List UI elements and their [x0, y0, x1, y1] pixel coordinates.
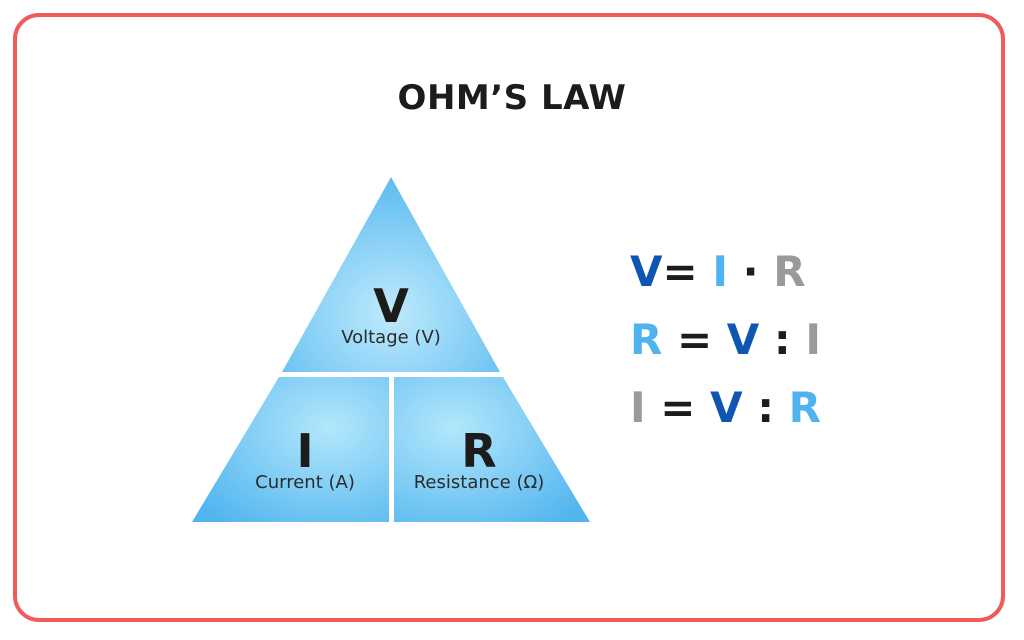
formula-term: I	[712, 247, 728, 296]
formula-operator: =	[662, 247, 713, 296]
formula-term: V	[726, 315, 760, 364]
formula-term: I	[805, 315, 821, 364]
formula-term: R	[788, 383, 821, 432]
formula-operator: :	[742, 383, 789, 432]
current-symbol: I	[296, 424, 314, 478]
formula-current: I = V : R	[630, 383, 830, 451]
voltage-symbol: V	[373, 279, 409, 333]
formula-term: I	[630, 383, 646, 432]
page-title: OHM’S LAW	[397, 78, 627, 118]
triangle-top-section	[282, 177, 500, 372]
formula-operator: =	[662, 315, 727, 364]
voltage-label: Voltage (V)	[341, 327, 441, 348]
triangle-right-section	[394, 377, 590, 522]
formula-term: V	[630, 247, 663, 296]
formula-operator: :	[759, 315, 806, 364]
formula-operator: ·	[727, 247, 774, 296]
resistance-label: Resistance (Ω)	[413, 472, 545, 493]
formula-voltage: V= I · R	[630, 247, 830, 315]
current-label: Current (A)	[255, 472, 355, 493]
formula-resistance: R = V : I	[630, 315, 830, 383]
resistance-symbol: R	[461, 424, 497, 478]
triangle-left-section	[192, 377, 389, 522]
formula-operator: =	[645, 383, 711, 432]
formula-term: R	[773, 247, 806, 296]
formula-list: V= I · R R = V : I I = V : R	[630, 247, 830, 451]
formula-term: V	[710, 383, 743, 432]
formula-term: R	[630, 315, 663, 364]
